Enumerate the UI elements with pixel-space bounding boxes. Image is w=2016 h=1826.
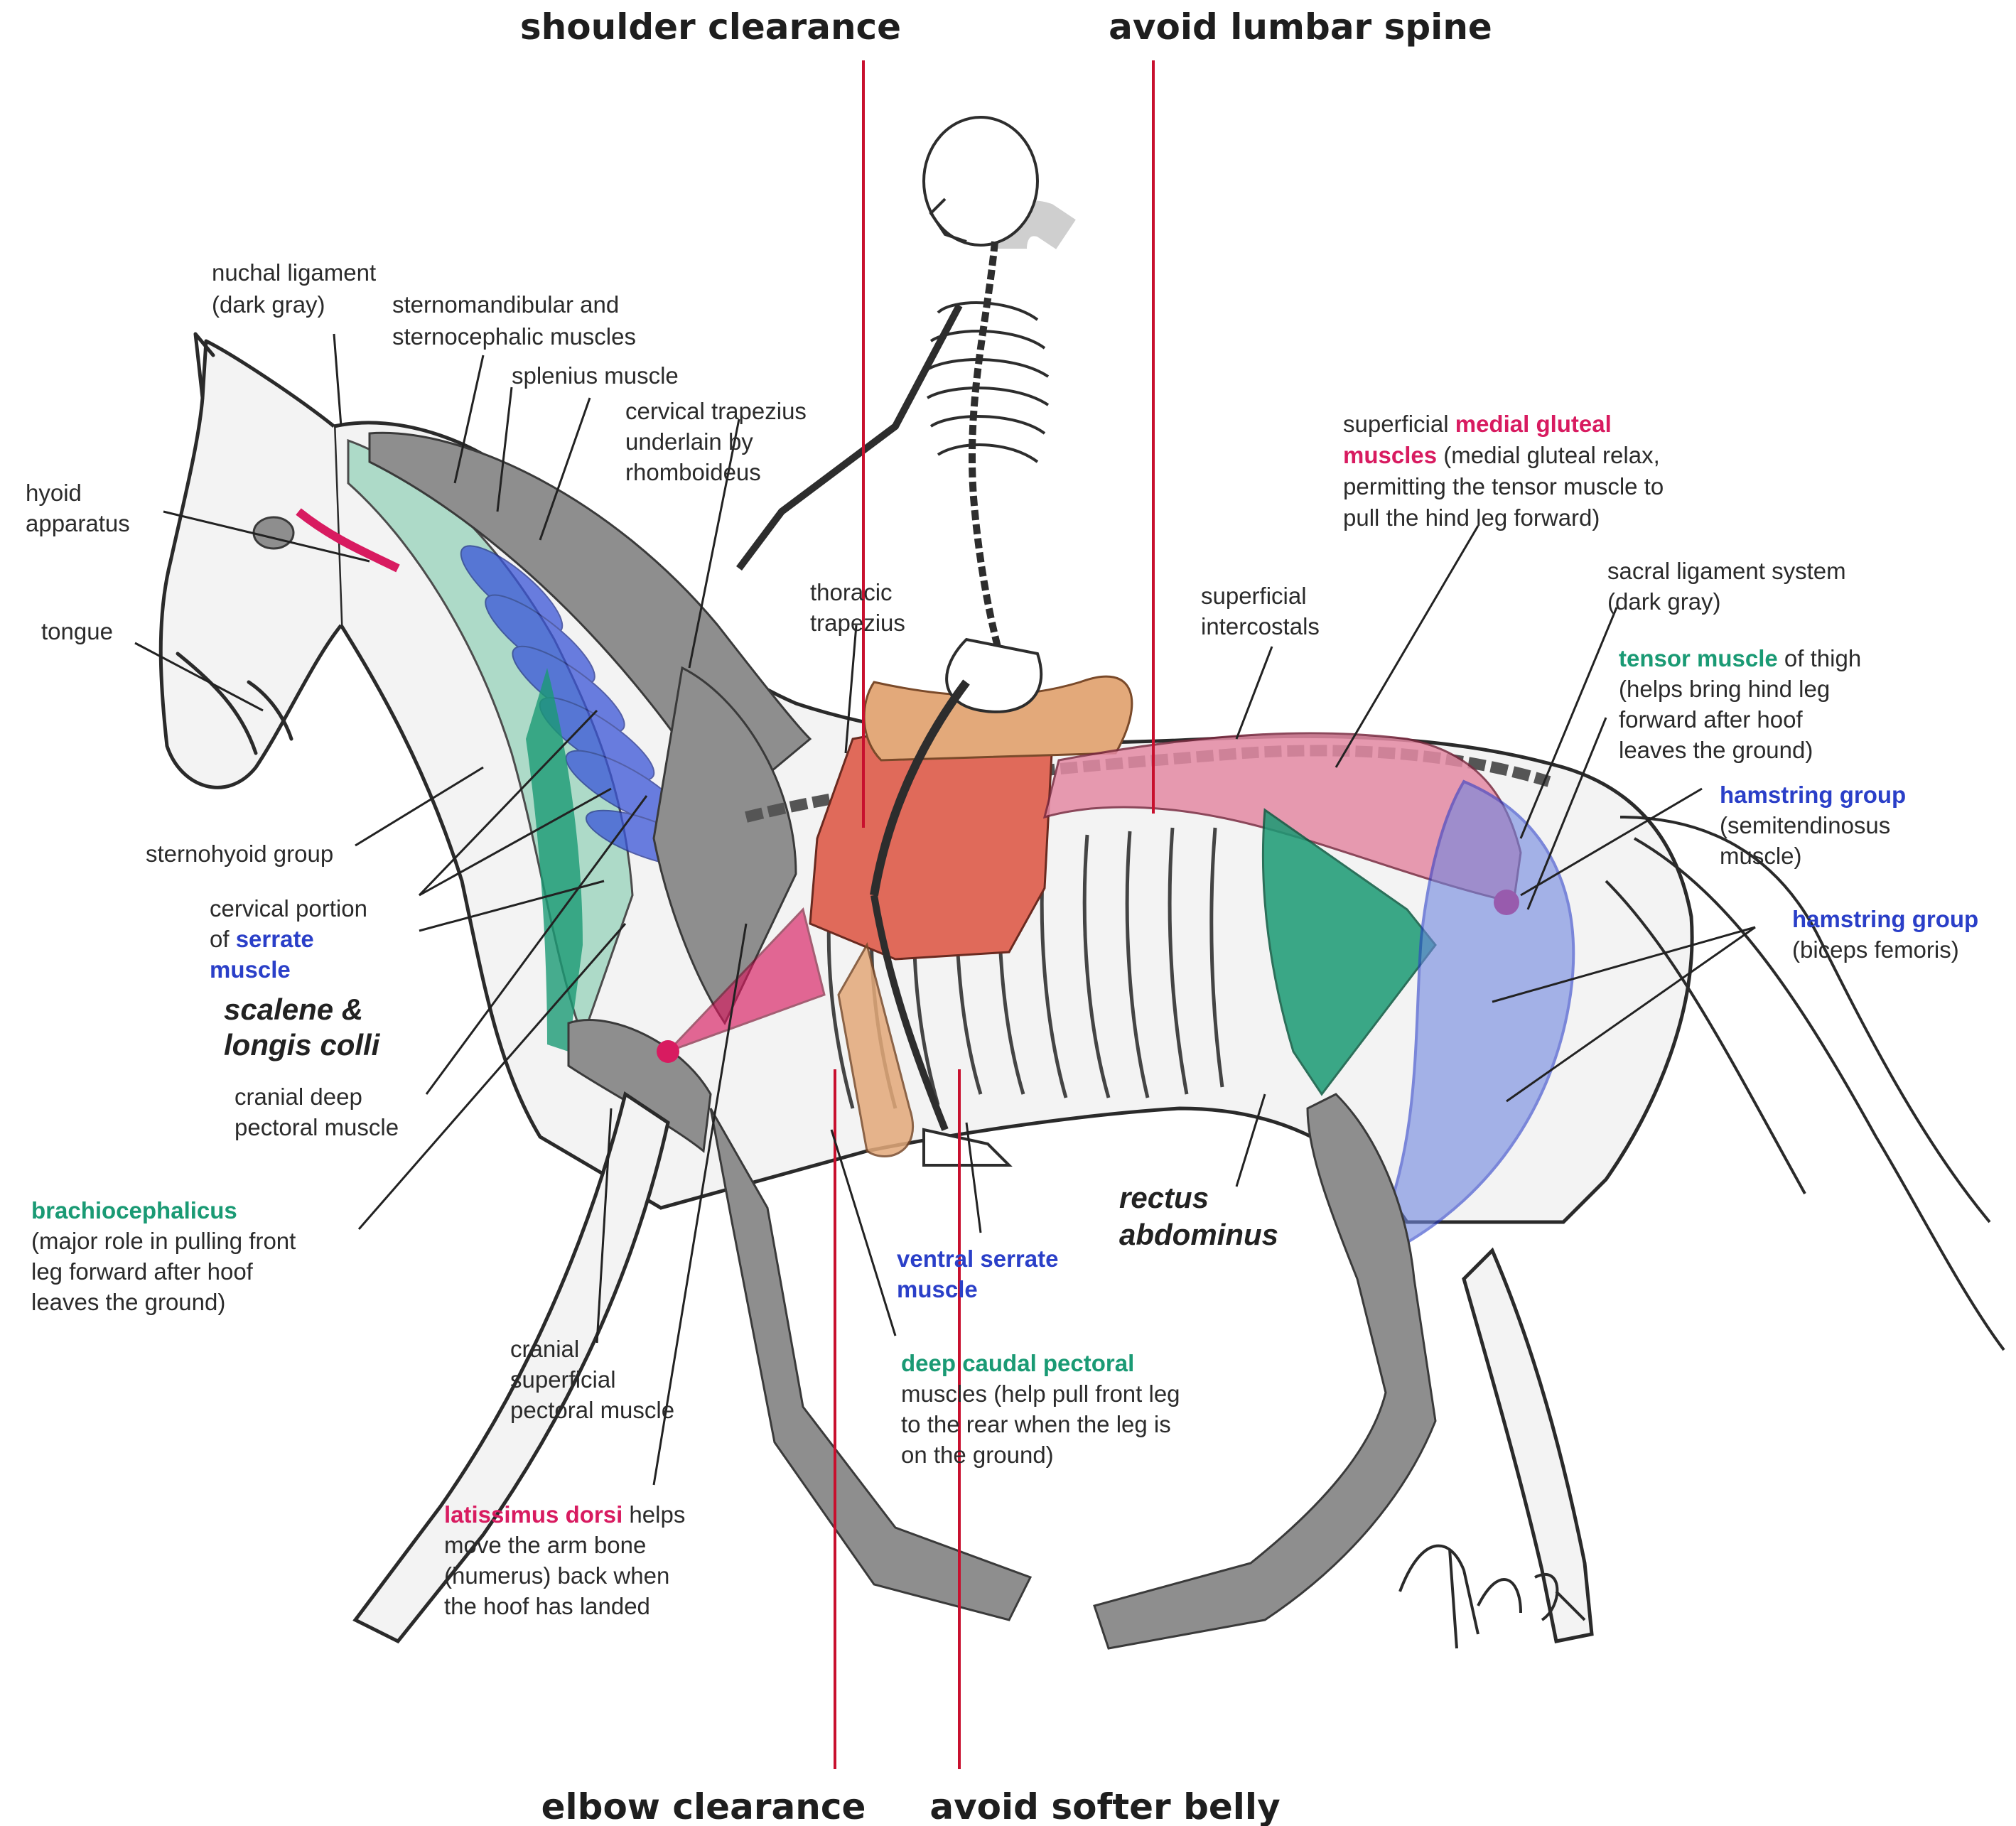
caption-avoid-softer-belly: avoid softer belly xyxy=(929,1786,1280,1826)
label-tensor-line-3: forward after hoof xyxy=(1619,706,1803,733)
label-superficial-intercostals-2: intercostals xyxy=(1201,613,1320,639)
label-hamstring-biceps-2: (biceps femoris) xyxy=(1792,936,1959,963)
label-serrate-cervical: cervical portion xyxy=(210,895,367,922)
label-ventral-serrate-2: muscle xyxy=(897,1276,978,1302)
label-latissimus-line-3: (humerus) back when xyxy=(444,1562,669,1589)
label-gluteal-line-2: muscles (medial gluteal relax, xyxy=(1343,442,1660,468)
label-tensor-line-2: (helps bring hind leg xyxy=(1619,676,1830,702)
label-cranial-deep-pectoral-2: pectoral muscle xyxy=(235,1114,399,1140)
horse-head xyxy=(161,341,341,787)
label-cranial-superficial-pectoral: cranial xyxy=(510,1336,579,1362)
label-serrate-cervical-3: muscle xyxy=(210,956,291,983)
label-gluteal-line-1: superficial medial gluteal xyxy=(1343,411,1612,437)
label-nuchal-ligament: nuchal ligament xyxy=(212,259,376,286)
caption-elbow-clearance: elbow clearance xyxy=(541,1786,866,1826)
label-sternocephalic: sternocephalic muscles xyxy=(392,323,636,350)
rider-pelvis xyxy=(947,639,1041,712)
label-cranial-deep-pectoral: cranial deep xyxy=(235,1084,362,1110)
label-superficial-intercostals: superficial xyxy=(1201,583,1307,609)
label-gluteal-line-4: pull the hind leg forward) xyxy=(1343,504,1600,531)
horse-illustration xyxy=(161,334,2004,1648)
label-deep-caudal-pectoral-4: on the ground) xyxy=(901,1442,1054,1468)
caption-avoid-lumbar-spine: avoid lumbar spine xyxy=(1109,6,1492,48)
hind-leg xyxy=(1094,1094,1435,1648)
label-deep-caudal-pectoral-3: to the rear when the leg is xyxy=(901,1411,1171,1437)
label-tensor-line-4: leaves the ground) xyxy=(1619,737,1813,763)
label-sacral-ligament-2: (dark gray) xyxy=(1607,588,1721,615)
label-gluteal-line-3: permitting the tensor muscle to xyxy=(1343,473,1664,499)
label-cranial-superficial-pectoral-3: pectoral muscle xyxy=(510,1397,674,1423)
label-latissimus-line-1: latissimus dorsi helps xyxy=(444,1501,685,1528)
label-hamstring-semitendinosus: hamstring group xyxy=(1720,782,1906,808)
label-cranial-superficial-pectoral-2: superficial xyxy=(510,1366,616,1393)
label-abdominus: abdominus xyxy=(1119,1218,1278,1251)
label-splenius: splenius muscle xyxy=(512,362,679,389)
rider-arm xyxy=(739,306,959,568)
label-hamstring-semitendinosus-3: muscle) xyxy=(1720,843,1802,869)
label-deep-caudal-pectoral: deep caudal pectoral xyxy=(901,1350,1134,1376)
label-latissimus-line-4: the hoof has landed xyxy=(444,1593,650,1619)
label-cervical-trapezius-3: rhomboideus xyxy=(625,459,761,485)
label-thoracic-trapezius-2: trapezius xyxy=(810,610,905,636)
label-scalene: scalene & xyxy=(224,993,363,1026)
label-sacral-ligament: sacral ligament system xyxy=(1607,558,1846,584)
label-brachiocephalicus: brachiocephalicus xyxy=(31,1197,237,1223)
label-hamstring-biceps: hamstring group xyxy=(1792,906,1978,932)
label-sternohyoid: sternohyoid group xyxy=(146,841,333,867)
label-ventral-serrate: ventral serrate xyxy=(897,1246,1058,1272)
label-thoracic-trapezius: thoracic xyxy=(810,579,893,605)
label-brachiocephalicus-4: leaves the ground) xyxy=(31,1289,225,1315)
label-longis-colli: longis colli xyxy=(224,1028,381,1061)
latissimus-insertion-marker xyxy=(657,1040,679,1063)
label-hyoid: hyoid xyxy=(26,480,82,506)
label-brachiocephalicus-2: (major role in pulling front xyxy=(31,1228,296,1254)
eye-socket xyxy=(254,517,293,549)
saddle-pad xyxy=(810,730,1052,959)
label-cervical-trapezius: cervical trapezius xyxy=(625,398,807,424)
label-deep-caudal-pectoral-2: muscles (help pull front leg xyxy=(901,1381,1180,1407)
label-rectus: rectus xyxy=(1119,1181,1209,1214)
label-cervical-trapezius-2: underlain by xyxy=(625,428,753,455)
label-latissimus-line-2: move the arm bone xyxy=(444,1532,646,1558)
label-tensor-line-1: tensor muscle of thigh xyxy=(1619,645,1861,671)
label-brachiocephalicus-3: leg forward after hoof xyxy=(31,1258,254,1285)
caption-shoulder-clearance: shoulder clearance xyxy=(520,6,901,48)
label-serrate-cervical-2: of serrate xyxy=(210,926,314,952)
label-tongue: tongue xyxy=(41,618,113,644)
label-hamstring-semitendinosus-2: (semitendinosus xyxy=(1720,812,1890,838)
label-hyoid-2: apparatus xyxy=(26,510,130,536)
hind-leg-far xyxy=(1464,1250,1592,1641)
rider-spine xyxy=(972,242,1009,689)
label-sternomandibular: sternomandibular and xyxy=(392,291,619,318)
label-nuchal-ligament-note: (dark gray) xyxy=(212,291,325,318)
